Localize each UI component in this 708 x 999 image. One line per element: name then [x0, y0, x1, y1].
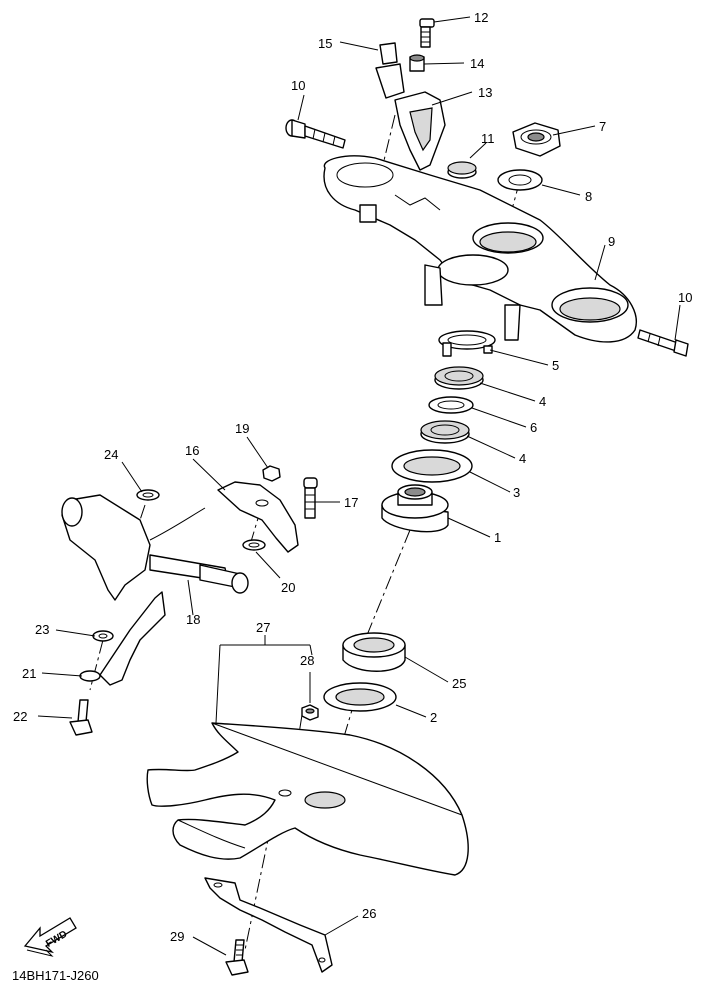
part-4-ring-nut-lower [420, 420, 470, 444]
part-26-stay [204, 877, 333, 973]
part-12-bolt [419, 18, 435, 48]
callout-19: 19 [235, 421, 249, 436]
callout-7: 7 [599, 119, 606, 134]
part-16-bracket [217, 481, 299, 553]
part-25-bearing [342, 632, 406, 672]
part-3-dust-seal [391, 449, 473, 483]
part-5-lock-washer [438, 330, 496, 357]
diagram-code: 14BH171-J260 [12, 968, 99, 983]
callout-25: 25 [452, 676, 466, 691]
part-23-washer [92, 630, 114, 642]
callout-21: 21 [22, 666, 36, 681]
part-15-clip [375, 42, 405, 99]
callout-22: 22 [13, 709, 27, 724]
callout-10-right: 10 [678, 290, 692, 305]
callout-8: 8 [585, 189, 592, 204]
part-24-washer [136, 489, 160, 501]
part-13-bracket [394, 91, 446, 171]
part-27-cover [146, 722, 469, 876]
callout-15: 15 [318, 36, 332, 51]
part-7-nut [512, 122, 561, 157]
part-19-nut [262, 465, 281, 482]
fwd-arrow-icon: FWD [23, 917, 77, 957]
part-6-washer [428, 396, 474, 414]
callout-23: 23 [35, 622, 49, 637]
part-11-cap [447, 161, 477, 179]
part-8-washer [497, 169, 543, 191]
callout-12: 12 [474, 10, 488, 25]
part-21-collar [79, 670, 101, 682]
callout-29: 29 [170, 929, 184, 944]
part-29-bolt [225, 939, 249, 976]
callout-6: 6 [530, 420, 537, 435]
callout-2: 2 [430, 710, 437, 725]
callout-1: 1 [494, 530, 501, 545]
part-18-steering-damper [61, 494, 249, 686]
part-14-collar [409, 54, 425, 72]
callout-20: 20 [281, 580, 295, 595]
callout-5: 5 [552, 358, 559, 373]
part-10-bolt-upper [285, 119, 346, 149]
callout-4-upper: 4 [539, 394, 546, 409]
part-20-washer [242, 539, 266, 551]
part-22-bolt [69, 699, 93, 736]
part-4-ring-nut-upper [434, 366, 484, 390]
callout-13: 13 [478, 85, 492, 100]
part-2-race [323, 682, 397, 712]
callout-16: 16 [185, 443, 199, 458]
callout-3: 3 [513, 485, 520, 500]
part-10-bolt-right [637, 329, 689, 357]
part-17-bolt [303, 477, 318, 519]
callout-18: 18 [186, 612, 200, 627]
callout-labels: 12 15 14 13 10 11 7 8 9 10 5 4 6 4 3 1 2… [13, 10, 692, 944]
callout-10-upper: 10 [291, 78, 305, 93]
callout-9: 9 [608, 234, 615, 249]
callout-28: 28 [300, 653, 314, 668]
callout-24: 24 [104, 447, 118, 462]
callout-14: 14 [470, 56, 484, 71]
part-28-nut [301, 704, 319, 721]
part-9-upper-bracket [323, 155, 637, 343]
callout-17: 17 [344, 495, 358, 510]
callout-26: 26 [362, 906, 376, 921]
callout-27: 27 [256, 620, 270, 635]
leader-lines [37, 16, 681, 956]
callout-4-lower: 4 [519, 451, 526, 466]
callout-11: 11 [481, 131, 495, 146]
part-1-bearing [381, 484, 449, 533]
